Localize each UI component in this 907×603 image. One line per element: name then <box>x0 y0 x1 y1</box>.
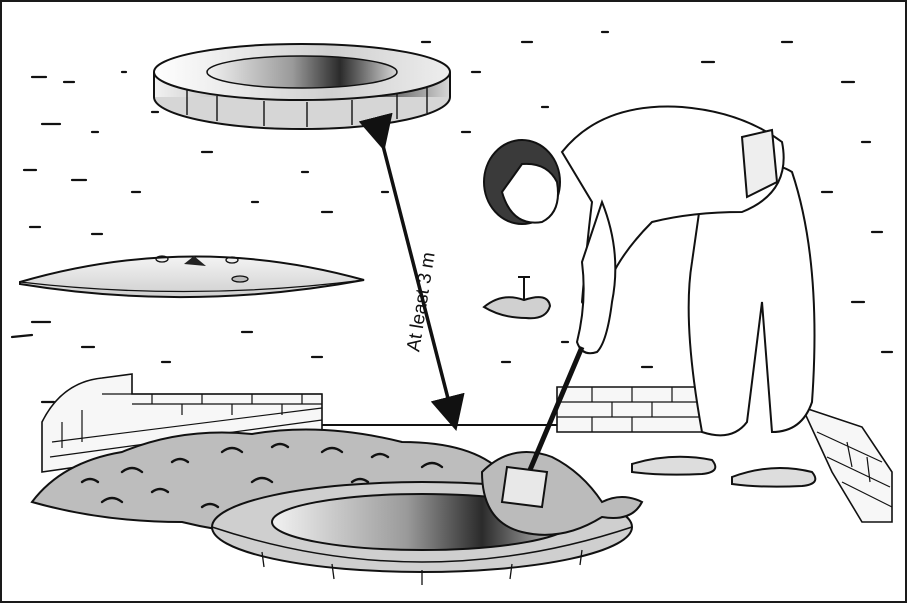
drophole-cover <box>484 277 550 318</box>
latrine-slab <box>20 256 364 297</box>
concrete-ring-top <box>154 44 450 129</box>
